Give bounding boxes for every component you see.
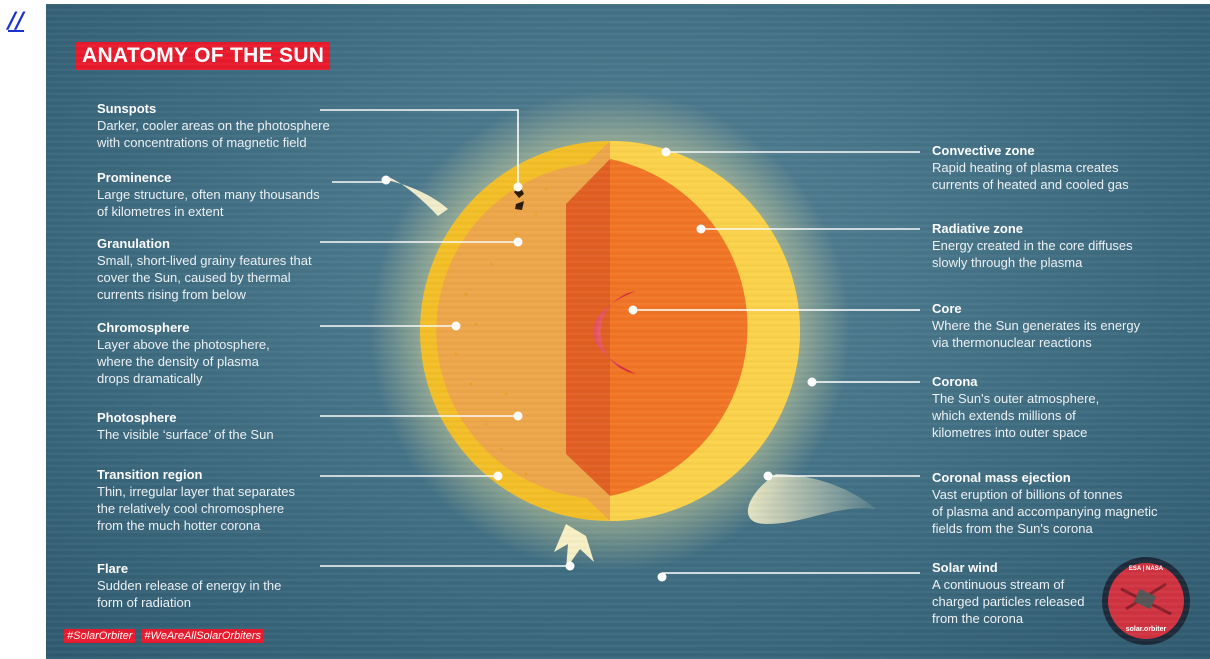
label-photosphere: Photosphere The visible ‘surface’ of the…	[97, 409, 274, 443]
label-core: Core Where the Sun generates its energy …	[932, 300, 1140, 351]
label-heading: Solar wind	[932, 560, 998, 575]
label-text: Thin, irregular layer that separates the…	[97, 484, 295, 533]
page-title: ANATOMY OF THE SUN	[76, 42, 331, 70]
label-heading: Sunspots	[97, 101, 157, 116]
badge-bottom-text: solar.orbiter	[1126, 626, 1167, 633]
label-flare: Flare Sudden release of energy in the fo…	[97, 560, 281, 611]
leader-dots-left	[381, 175, 575, 571]
leader-dots-right	[628, 147, 817, 582]
hashtag-solarorbiter[interactable]: #SolarOrbiter	[64, 629, 136, 643]
flare-burst	[554, 524, 594, 569]
sun-illustration: ESA | NASA solar.orbiter	[320, 91, 1190, 645]
radiative-shade	[566, 159, 610, 496]
label-text: Where the Sun generates its energy via t…	[932, 318, 1141, 350]
label-sunspots: Sunspots Darker, cooler areas on the pho…	[97, 100, 330, 151]
label-heading: Core	[932, 301, 962, 316]
label-corona: Corona The Sun's outer atmosphere, which…	[932, 373, 1099, 441]
label-text: A continuous stream of charged particles…	[932, 577, 1085, 626]
label-heading: Granulation	[97, 236, 170, 251]
label-text: Large structure, often many thousands of…	[97, 187, 320, 219]
label-radiative-zone: Radiative zone Energy created in the cor…	[932, 220, 1133, 271]
cme-wisps	[747, 474, 876, 524]
granulation-texture	[454, 187, 548, 476]
leader-lines-right	[633, 151, 920, 574]
label-chromosphere: Chromosphere Layer above the photosphere…	[97, 319, 270, 387]
corner-link[interactable]: //	[8, 9, 25, 34]
radiative-zone	[610, 159, 748, 496]
solar-orbiter-badge: ESA | NASA solar.orbiter	[1102, 557, 1190, 645]
prominence-arc	[383, 176, 448, 216]
leader-lines-left	[320, 109, 570, 567]
label-heading: Radiative zone	[932, 221, 1024, 236]
hashtag-weareallsolarorbiters[interactable]: #WeAreAllSolarOrbiters	[141, 629, 264, 643]
label-text: The Sun's outer atmosphere, which extend…	[932, 391, 1100, 440]
label-transition-region: Transition region Thin, irregular layer …	[97, 466, 295, 534]
label-text: Rapid heating of plasma creates currents…	[932, 160, 1129, 192]
label-heading: Photosphere	[97, 410, 177, 425]
label-heading: Transition region	[97, 467, 203, 482]
label-text: Layer above the photosphere, where the d…	[97, 337, 270, 386]
label-heading: Corona	[932, 374, 978, 389]
label-heading: Chromosphere	[97, 320, 190, 335]
label-heading: Convective zone	[932, 143, 1035, 158]
label-prominence: Prominence Large structure, often many t…	[97, 169, 320, 220]
label-text: Small, short-lived grainy features that …	[97, 253, 312, 302]
label-text: The visible ‘surface’ of the Sun	[97, 427, 274, 442]
label-text: Energy created in the core diffuses slow…	[932, 238, 1133, 270]
core	[593, 291, 636, 374]
label-granulation: Granulation Small, short-lived grainy fe…	[97, 235, 312, 303]
badge-top-text: ESA | NASA	[1129, 566, 1164, 572]
hashtags: #SolarOrbiter #WeAreAllSolarOrbiters	[64, 629, 264, 643]
label-heading: Flare	[97, 561, 129, 576]
label-coronal-mass-ejection: Coronal mass ejection Vast eruption of b…	[932, 469, 1157, 537]
label-convective-zone: Convective zone Rapid heating of plasma …	[932, 142, 1129, 193]
label-text: Vast eruption of billions of tonnes of p…	[932, 487, 1158, 536]
label-solar-wind: Solar wind A continuous stream of charge…	[932, 559, 1084, 627]
label-heading: Coronal mass ejection	[932, 470, 1071, 485]
label-text: Sudden release of energy in the form of …	[97, 578, 282, 610]
infographic-panel: ESA | NASA solar.orbiter ANATOMY OF THE …	[46, 4, 1210, 659]
label-text: Darker, cooler areas on the photosphere …	[97, 118, 330, 150]
label-heading: Prominence	[97, 170, 172, 185]
